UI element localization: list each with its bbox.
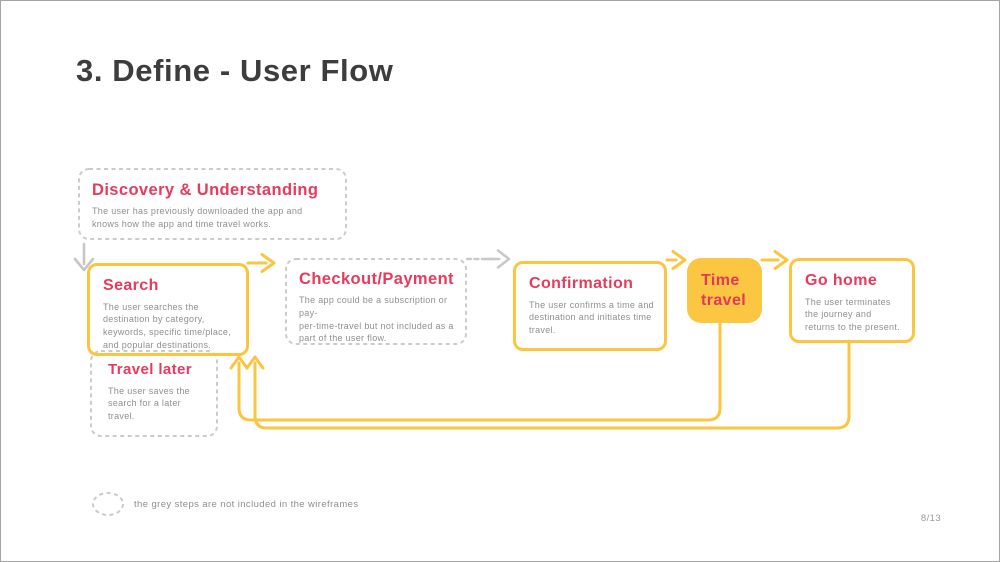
arrow-confirmation-to-timetravel-icon: [665, 250, 687, 270]
step-time-travel: Time travel: [687, 258, 762, 323]
step-description: The app could be a subscription or pay- …: [299, 295, 454, 344]
step-title: Checkout/Payment: [299, 270, 454, 288]
arrow-discovery-to-search-icon: [73, 242, 95, 272]
step-search: Search The user searches the destination…: [87, 263, 249, 356]
legend-dashed-ellipse: [92, 492, 124, 516]
step-discovery-understanding: Discovery & Understanding The user has p…: [79, 169, 346, 239]
step-description: The user confirms a time and destination…: [529, 299, 654, 336]
loop-gohome-back-to-search: [245, 339, 851, 430]
step-description: The user has previously downloaded the a…: [92, 206, 303, 229]
arrow-checkout-to-confirmation-icon: [465, 249, 511, 269]
page-title: 3. Define - User Flow: [76, 53, 394, 88]
step-title: Travel later: [108, 361, 193, 378]
arrow-search-to-checkout-icon: [246, 253, 276, 273]
step-title: Go home: [805, 272, 878, 289]
step-title: Confirmation: [529, 275, 634, 292]
step-description: The user searches the destination by cat…: [103, 301, 232, 350]
step-description: The user saves the search for a later tr…: [108, 385, 190, 422]
page-number: 8/13: [920, 513, 941, 524]
arrow-timetravel-to-gohome-icon: [760, 250, 789, 270]
step-title: Discovery & Understanding: [92, 181, 319, 199]
step-confirmation: Confirmation The user confirms a time an…: [513, 261, 667, 351]
discovery-box-outline: [78, 168, 347, 240]
travel-later-box-outline: [90, 350, 218, 437]
step-travel-later: Travel later The user saves the search f…: [91, 351, 217, 436]
step-description: The user terminates the journey and retu…: [805, 296, 900, 333]
legend-note: the grey steps are not included in the w…: [134, 499, 359, 510]
step-go-home: Go home The user terminates the journey …: [789, 258, 915, 343]
step-title: Time travel: [701, 272, 747, 309]
loop-timetravel-back-to-search: [229, 319, 722, 422]
step-checkout-payment: Checkout/Payment The app could be a subs…: [286, 259, 466, 344]
step-title: Search: [103, 277, 159, 294]
